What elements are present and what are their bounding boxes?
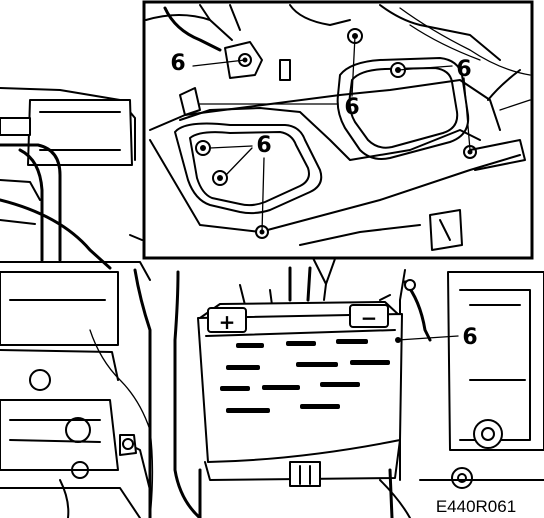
callout-label: 6 [256,133,271,158]
negative-symbol: − [361,306,378,330]
leader-line [397,65,453,71]
battery-vent-slots [220,339,390,413]
engine-bay-background [0,87,544,518]
leader-line [463,77,471,151]
inset-pointer [311,255,337,285]
leader-line [192,59,246,67]
positive-terminal [207,307,247,333]
inset-detail: 6 6 6 6 [142,0,534,301]
leader-line [351,35,356,97]
leader-line [209,145,253,149]
figure-code: E440R061 [436,497,516,516]
leader-line-battery [397,335,459,341]
callout-label-battery: 6 [462,325,477,350]
leader-line [225,147,253,176]
positive-symbol: + [219,310,236,334]
negative-terminal [349,304,389,328]
callout-label: 6 [170,51,185,76]
callout-label: 6 [456,57,471,82]
callout-label: 6 [344,95,359,120]
battery: + − [197,301,403,518]
leader-line [261,157,265,233]
